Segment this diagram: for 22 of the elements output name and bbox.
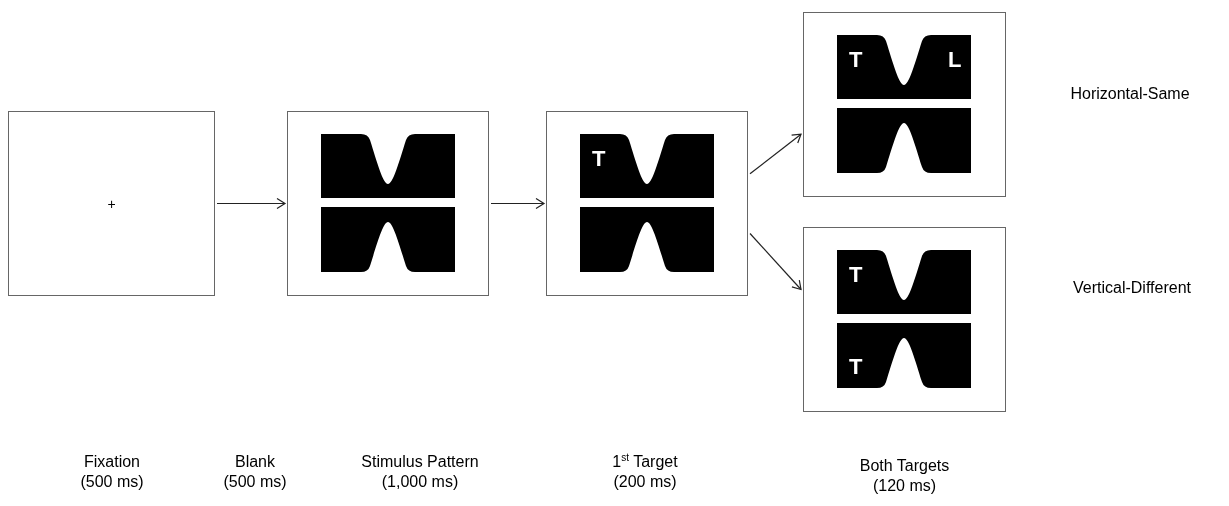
phase-caption: Blank (500 ms) xyxy=(222,452,288,492)
target-letter: T xyxy=(849,264,863,286)
arrow xyxy=(749,133,802,175)
phase-caption: Vertical-Different xyxy=(1072,278,1192,298)
arrow xyxy=(749,232,802,291)
target-letter: T xyxy=(849,356,863,378)
arrow xyxy=(216,197,286,210)
display-frame xyxy=(803,227,1006,412)
display-frame xyxy=(287,111,489,296)
target-letter: L xyxy=(948,49,962,71)
phase-caption: Stimulus Pattern (1,000 ms) xyxy=(360,452,480,492)
display-frame xyxy=(546,111,748,296)
phase-caption: Horizontal-Same xyxy=(1069,84,1191,104)
display-frame xyxy=(8,111,215,296)
target-letter: T xyxy=(849,49,863,71)
phase-caption: Fixation (500 ms) xyxy=(79,452,145,492)
fixation-cross: + xyxy=(107,196,116,211)
phase-caption: 1$^{st}$ Target (200 ms) xyxy=(611,452,679,492)
display-frame xyxy=(803,12,1006,197)
target-letter: T xyxy=(592,148,606,170)
phase-caption: Both Targets (120 ms) xyxy=(858,456,951,496)
arrow xyxy=(490,197,545,210)
